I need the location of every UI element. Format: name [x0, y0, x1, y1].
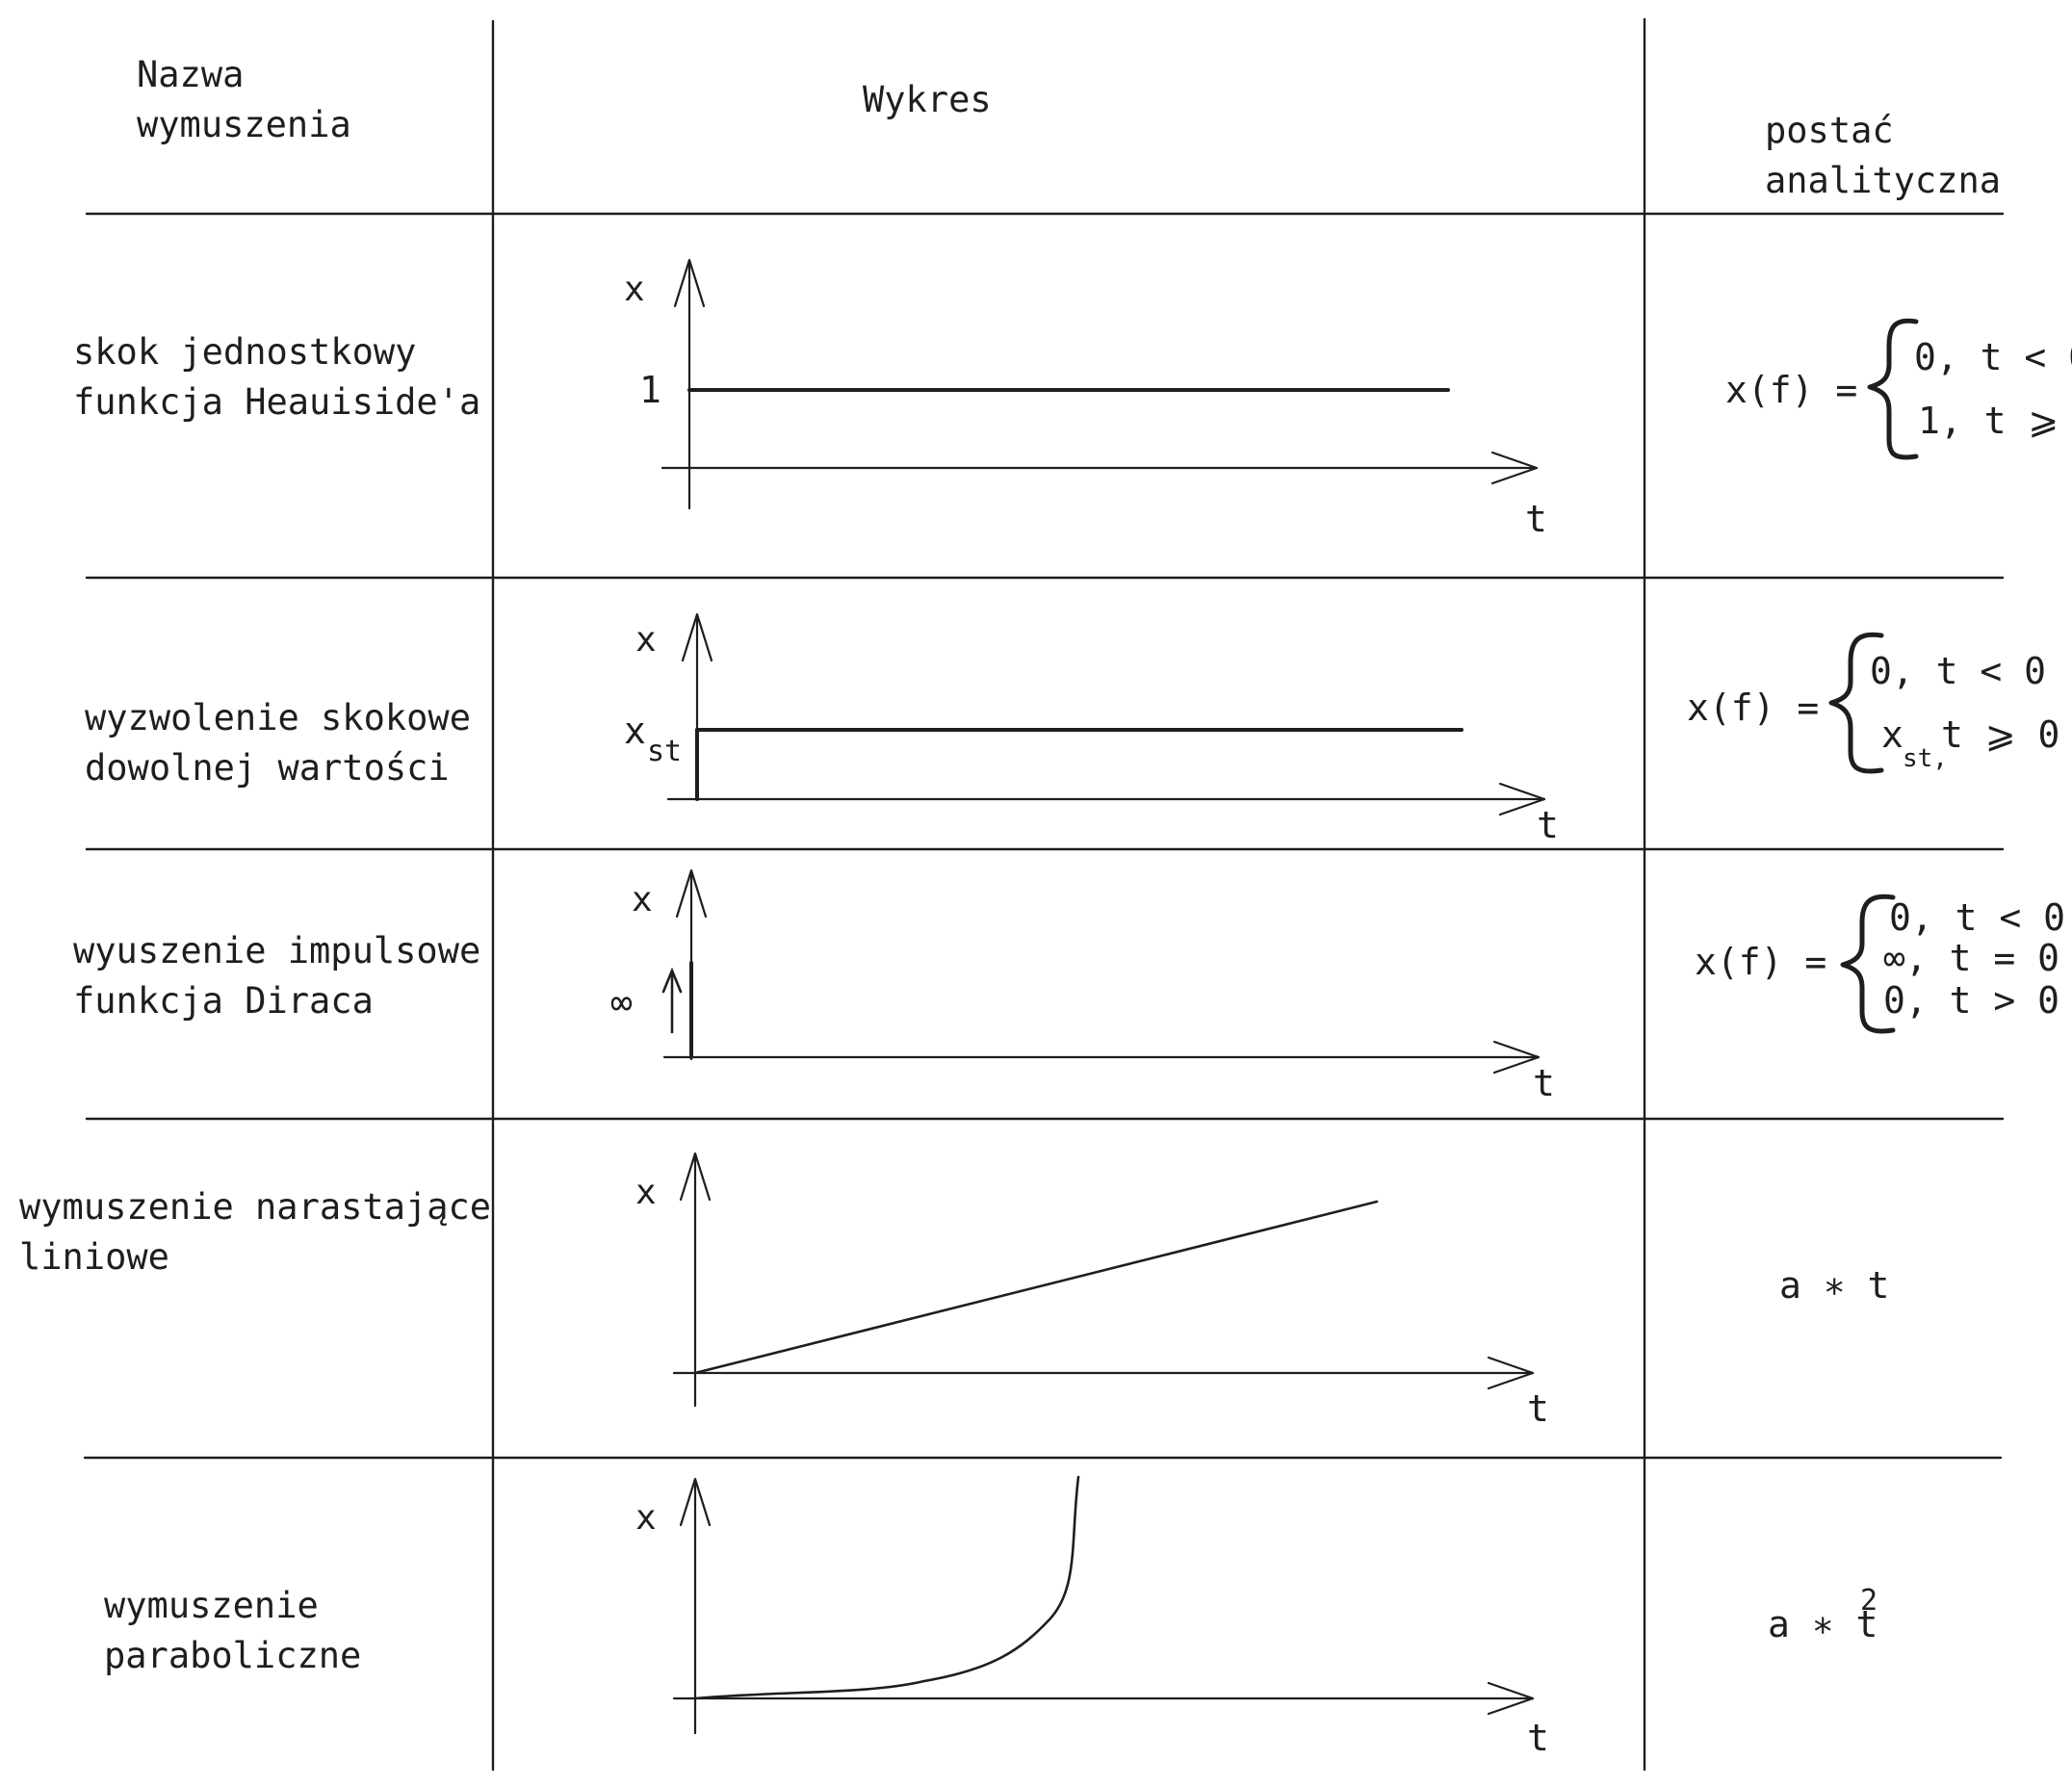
analytic-case-3: 0, t > 0	[1883, 979, 2059, 1022]
row-name-parabolic: wymuszenie paraboliczne	[104, 1585, 362, 1676]
header-analytic: postać analityczna	[1765, 110, 2002, 201]
analytic-parabolic: a ∗ t 2	[1768, 1584, 1878, 1645]
signal-ramp	[693, 1200, 1379, 1375]
y-axis-arrowhead	[679, 1152, 712, 1202]
level-subscript: st	[647, 735, 682, 768]
y-axis-arrowhead	[673, 258, 706, 308]
analytic-case-1: 0, t < 0	[1870, 650, 2046, 692]
x-axis-arrowhead	[1492, 1040, 1541, 1075]
row-name-impulse: wyuszenie impulsowe funkcja Diraca	[73, 930, 481, 1022]
curly-brace	[1828, 632, 1884, 774]
plot-unit-step: x t 1	[624, 258, 1547, 540]
analytic-dirac: x(f) = 0, t < 0 ∞, t = 0 0, t > 0	[1695, 894, 2065, 1034]
analytic-formula: a ∗ t	[1768, 1603, 1878, 1645]
y-axis-label: x	[632, 880, 653, 919]
analytic-case-1: 0, t < 0	[1914, 336, 2072, 378]
analytic-formula: a ∗ t	[1779, 1264, 1889, 1307]
x-axis-arrowhead	[1487, 1681, 1535, 1716]
analytic-lhs: x(f) =	[1695, 941, 1826, 983]
plot-ramp: x t	[635, 1152, 1549, 1430]
plot-parabolic: x t	[635, 1475, 1549, 1759]
analytic-unit-step: x(f) = 0, t < 0 1, t ⩾ 0	[1725, 318, 2072, 460]
curly-brace	[1867, 318, 1919, 460]
y-axis-arrowhead	[681, 612, 713, 662]
row-name-arbitrary-step: wyzwolenie skokowe dowolnej wartości	[85, 697, 471, 789]
signal-parabola-curve	[693, 1475, 1080, 1700]
plot-arbitrary-step: x t x st	[624, 612, 1559, 846]
analytic-case-1: 0, t < 0	[1889, 896, 2065, 939]
header-plot: Wykres	[863, 79, 992, 120]
header-name: Nazwa wymuszenia	[137, 54, 351, 145]
y-axis-label: x	[635, 620, 657, 660]
analytic-lhs: x(f) =	[1725, 369, 1857, 411]
analytic-arbitrary-step: x(f) = 0, t < 0 x st, t ⩾ 0	[1687, 632, 2059, 774]
curly-brace	[1840, 894, 1896, 1034]
analytic-case-2: ∞, t = 0	[1883, 937, 2059, 979]
x-axis-label: t	[1527, 1717, 1549, 1759]
y-axis-arrowhead	[679, 1477, 712, 1527]
impulse-arrow-head	[661, 967, 683, 994]
analytic-lhs: x(f) =	[1687, 686, 1819, 729]
analytic-case-2: 1, t ⩾ 0	[1918, 400, 2072, 442]
plot-dirac-impulse: x t ∞	[610, 868, 1555, 1104]
x-axis-label: t	[1537, 804, 1559, 846]
table-grid	[83, 17, 2005, 1772]
analytic-case-2-rest: t ⩾ 0	[1941, 713, 2059, 756]
y-axis-label: x	[624, 270, 645, 309]
row-name-unit-step: skok jednostkowy funkcja Heauiside'a	[73, 331, 481, 423]
x-axis-label: t	[1525, 498, 1547, 540]
analytic-case-2-x: x	[1881, 713, 1904, 756]
x-axis-label: t	[1527, 1387, 1549, 1430]
x-axis-label: t	[1533, 1062, 1555, 1104]
level-label: x	[624, 710, 646, 752]
x-axis-arrowhead	[1490, 451, 1539, 485]
row-name-ramp: wymuszenie narastające liniowe	[19, 1186, 492, 1278]
level-label: ∞	[610, 981, 633, 1023]
y-axis-label: x	[635, 1173, 657, 1212]
x-axis-arrowhead	[1487, 1356, 1535, 1390]
level-label: 1	[639, 369, 661, 411]
y-axis-arrowhead	[675, 868, 708, 919]
y-axis-label: x	[635, 1498, 657, 1538]
analytic-ramp: a ∗ t	[1779, 1264, 1889, 1307]
analytic-formula-exponent: 2	[1860, 1584, 1878, 1618]
x-axis-arrowhead	[1498, 782, 1546, 816]
analytic-case-2-sub: st,	[1903, 744, 1948, 773]
